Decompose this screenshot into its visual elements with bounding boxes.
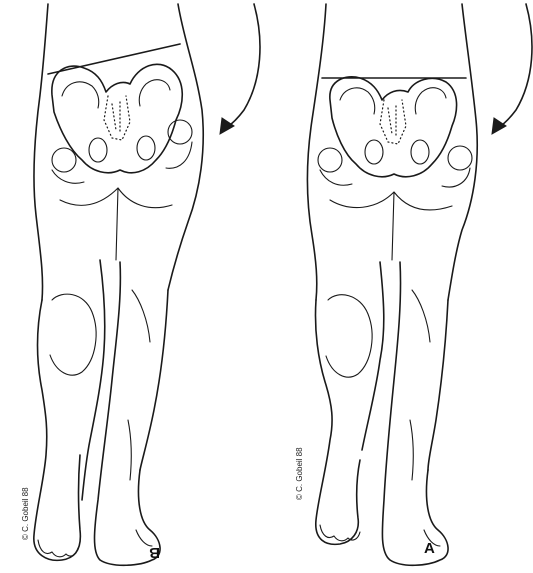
panel-label-a: A (424, 540, 435, 557)
body-outline-b (34, 4, 203, 300)
curved-arrow-icon (492, 4, 532, 134)
panel-a: © C. Gobeil 88 A (295, 4, 532, 565)
panel-b: © C. Gobeil 88 B (21, 4, 260, 565)
pelvis-b (52, 64, 192, 183)
legs-b (34, 260, 168, 565)
credit-text-b: © C. Gobeil 88 (21, 487, 30, 540)
body-outline-a (308, 4, 478, 300)
legs-a (315, 262, 448, 565)
pelvic-line-tilted (48, 44, 180, 74)
panel-label-b: B (149, 544, 160, 561)
pelvis-a (318, 77, 472, 187)
curved-arrow-icon (220, 4, 260, 134)
credit-text-a: © C. Gobeil 88 (295, 447, 304, 500)
